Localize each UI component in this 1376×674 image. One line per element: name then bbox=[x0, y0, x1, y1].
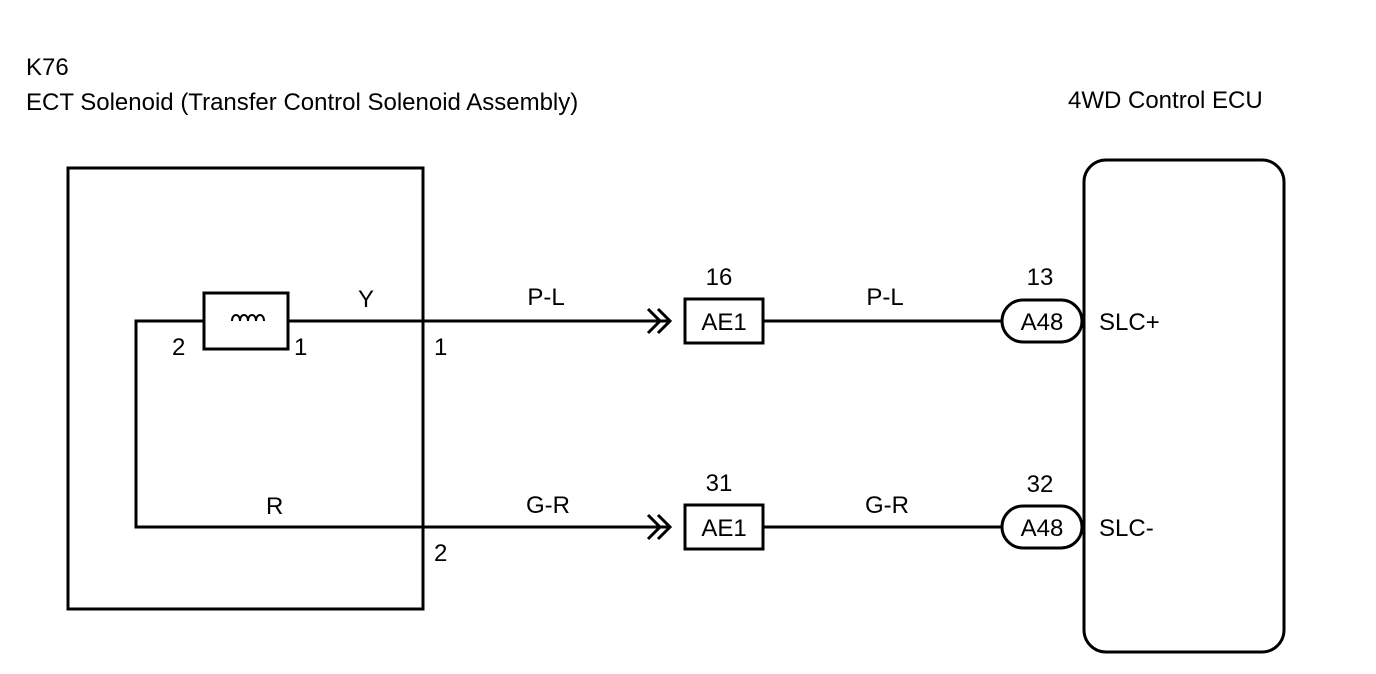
junction-connector-label: AE1 bbox=[701, 515, 746, 542]
wire-color-internal-bottom: R bbox=[266, 493, 283, 520]
coil-pin-left: 2 bbox=[172, 334, 185, 361]
ecu-signal-top: SLC+ bbox=[1099, 309, 1160, 336]
ecu-signal-bottom: SLC- bbox=[1099, 515, 1154, 542]
wire-color-internal-top: Y bbox=[358, 286, 374, 313]
ecu-connector-label: A48 bbox=[1021, 309, 1064, 336]
ecu-pin-label: 32 bbox=[1027, 471, 1054, 498]
wire-color-label: G-R bbox=[865, 492, 909, 519]
internal-return-wire bbox=[134, 319, 423, 529]
connector-arrow-icon bbox=[646, 513, 673, 541]
solenoid-coil-box bbox=[202, 291, 290, 351]
ecu-connector-label: A48 bbox=[1021, 515, 1064, 542]
junction-pin-label: 16 bbox=[706, 264, 733, 291]
wire-color-label: P-L bbox=[866, 284, 903, 311]
coil-pin-right: 1 bbox=[294, 334, 307, 361]
ecu-connector-top bbox=[1000, 298, 1084, 344]
junction-pin-label: 31 bbox=[706, 470, 733, 497]
component-name: ECT Solenoid (Transfer Control Solenoid … bbox=[26, 89, 578, 116]
ecu-name: 4WD Control ECU bbox=[1068, 87, 1263, 114]
ecu-box bbox=[1082, 158, 1286, 654]
junction-connector-label: AE1 bbox=[701, 309, 746, 336]
wire-color-label: G-R bbox=[526, 492, 570, 519]
ecu-connector-bottom bbox=[1000, 504, 1084, 550]
solenoid-box bbox=[66, 166, 425, 611]
wire-color-label: P-L bbox=[527, 284, 564, 311]
component-code: K76 bbox=[26, 54, 69, 81]
coil-icon bbox=[231, 314, 265, 322]
ecu-pin-label: 13 bbox=[1027, 264, 1054, 291]
terminal-pin-bottom: 2 bbox=[434, 540, 447, 567]
connector-arrow-icon bbox=[646, 307, 673, 335]
terminal-pin-top: 1 bbox=[434, 334, 447, 361]
